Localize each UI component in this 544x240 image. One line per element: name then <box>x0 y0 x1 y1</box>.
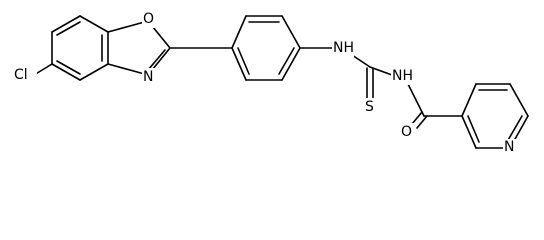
bond-nh-thiocarbon <box>351 54 371 68</box>
bond-layer <box>33 15 529 149</box>
oxazole-oxygen-label: O <box>143 11 154 27</box>
atom-label-layer: Cl O N NH NH S O N <box>13 10 517 156</box>
left-nh-label: NH <box>333 40 354 56</box>
right-nh-label: NH <box>392 68 413 84</box>
bond-c-o-double-a <box>411 111 423 125</box>
oxazole-ring <box>107 20 171 76</box>
thione-sulfur-label: S <box>365 99 374 115</box>
chlorine-atom-label: Cl <box>14 67 28 83</box>
pyridine-nitrogen-label: N <box>504 139 514 155</box>
chemical-structure-diagram: Cl O N NH NH S O N <box>13 10 529 156</box>
phenylene-ring <box>231 15 301 81</box>
benzo-ring <box>51 15 109 81</box>
carbonyl-oxygen-label: O <box>401 124 412 140</box>
bond-nh-carbonyl <box>407 83 425 117</box>
oxazole-nitrogen-label: N <box>143 69 153 85</box>
bond-c-o-double-b <box>416 115 428 129</box>
pyridine-ring <box>461 83 529 149</box>
